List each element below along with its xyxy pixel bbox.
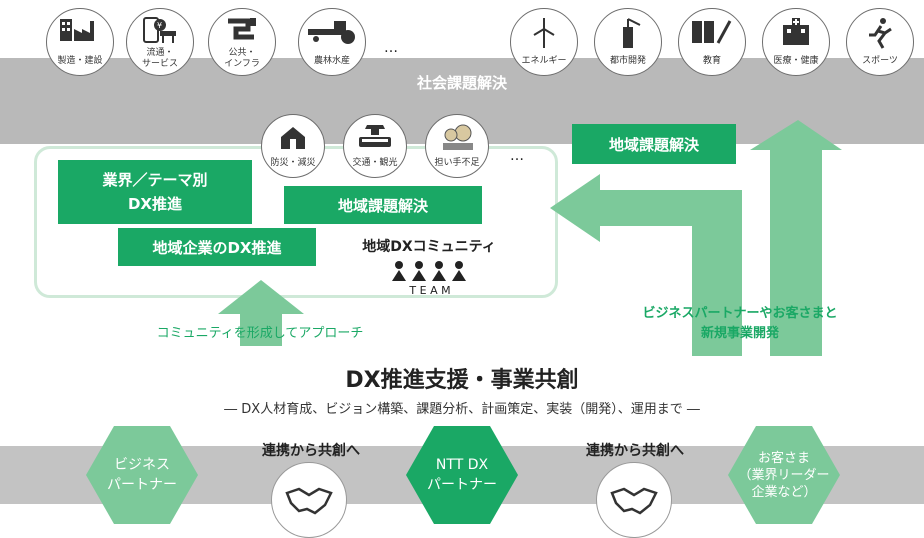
industry-label: エネルギー — [521, 56, 567, 66]
tractor-icon — [308, 21, 355, 44]
handshake-label-left: 連携から共創へ — [262, 443, 360, 459]
business-partner-hex: ビジネス パートナー — [86, 426, 198, 524]
industry-sports: スポーツ — [846, 8, 914, 76]
handshake-icon — [285, 487, 333, 515]
new-business-arrow — [550, 120, 842, 356]
industry-dx-line2: DX推進 — [127, 195, 183, 213]
shop-icon: ¥ — [143, 17, 176, 43]
handshake-label-right: 連携から共創へ — [586, 443, 684, 459]
industry-urban: 都市開発 — [594, 8, 662, 76]
new-business-label-2: 新規事業開発 — [700, 326, 779, 341]
industry-label: 医療・健康 — [773, 56, 819, 66]
handshake-circle-right — [596, 462, 672, 538]
team-people-icon — [392, 261, 466, 281]
issue-disaster: 防災・減災 — [261, 114, 325, 178]
customer-line2: （業界リーダー — [738, 467, 830, 483]
business-partner-line1: ビジネス — [114, 457, 170, 473]
industry-public-infra: 公共・ インフラ — [208, 8, 276, 76]
approach-label: コミュニティを形成してアプローチ — [156, 326, 364, 341]
right-regional-issue-label: 地域課題解決 — [608, 135, 699, 154]
ntt-dx-partner-hex: NTT DX パートナー — [406, 426, 518, 524]
local-company-dx-box: 地域企業のDX推進 — [118, 228, 316, 266]
approach-arrow — [218, 280, 304, 346]
issue-label: 防災・減災 — [270, 158, 316, 168]
industry-dx-line1: 業界／テーマ別 — [102, 171, 208, 189]
main-title: DX推進支援・事業共創 — [345, 368, 579, 393]
books-icon — [692, 20, 732, 44]
industry-education: 教育 — [678, 8, 746, 76]
industry-agriculture: 農林水産 — [298, 8, 366, 76]
pipe-icon — [228, 18, 256, 40]
customer-line1: お客さま — [757, 450, 810, 466]
community-name: 地域DXコミュニティ — [362, 239, 496, 255]
industry-label: 農林水産 — [313, 56, 350, 66]
house-disaster-icon — [281, 127, 305, 149]
svg-text:¥: ¥ — [157, 21, 162, 30]
new-business-label-1: ビジネスパートナーやお客さまと — [642, 306, 838, 321]
industry-label: スポーツ — [862, 56, 898, 66]
customer-hex: お客さま （業界リーダー 企業など） — [728, 426, 840, 524]
runner-icon — [869, 18, 892, 49]
issue-transport: 交通・観光 — [343, 114, 407, 178]
industry-manufacturing: 製造・建設 — [46, 8, 114, 76]
local-company-dx-label: 地域企業のDX推進 — [152, 238, 282, 257]
industry-healthcare: 医療・健康 — [762, 8, 830, 76]
crane-icon — [623, 18, 641, 48]
elderly-people-icon — [443, 124, 473, 150]
ntt-dx-line1: NTT DX — [435, 457, 489, 473]
ntt-dx-line2: パートナー — [427, 477, 497, 493]
team-label: T E A M — [409, 284, 451, 297]
issue-labor-shortage: 担い手不足 — [425, 114, 489, 178]
customer-line3: 企業など） — [751, 484, 817, 500]
hospital-icon — [783, 18, 809, 45]
regional-issue-box: 地域課題解決 — [284, 186, 482, 224]
factory-icon — [60, 19, 94, 41]
industry-label: 流通・ サービス — [141, 48, 178, 69]
industry-retail: ¥ 流通・ サービス — [126, 8, 194, 76]
industry-dx-box: 業界／テーマ別 DX推進 — [58, 160, 252, 224]
industry-label: 製造・建設 — [57, 56, 103, 66]
business-partner-line2: パートナー — [107, 477, 177, 493]
regional-issue-label: 地域課題解決 — [337, 196, 428, 215]
bus-icon — [359, 125, 391, 147]
wind-turbine-icon — [533, 18, 555, 48]
issue-ellipsis: … — [510, 148, 524, 164]
issue-label: 担い手不足 — [434, 158, 480, 168]
industry-energy: エネルギー — [510, 8, 578, 76]
industry-label: 教育 — [702, 56, 721, 66]
industry-ellipsis: … — [384, 40, 398, 56]
social-issues-title: 社会課題解決 — [416, 74, 507, 92]
industry-label: 都市開発 — [609, 56, 646, 66]
issue-label: 交通・観光 — [352, 158, 398, 168]
handshake-icon — [610, 487, 658, 515]
industry-label: 公共・ インフラ — [224, 48, 260, 69]
handshake-circle-left — [271, 462, 347, 538]
right-regional-issue-box: 地域課題解決 — [572, 124, 736, 164]
main-subtitle: ― DX人材育成、ビジョン構築、課題分析、計画策定、実装（開発）、運用まで ― — [224, 402, 700, 417]
